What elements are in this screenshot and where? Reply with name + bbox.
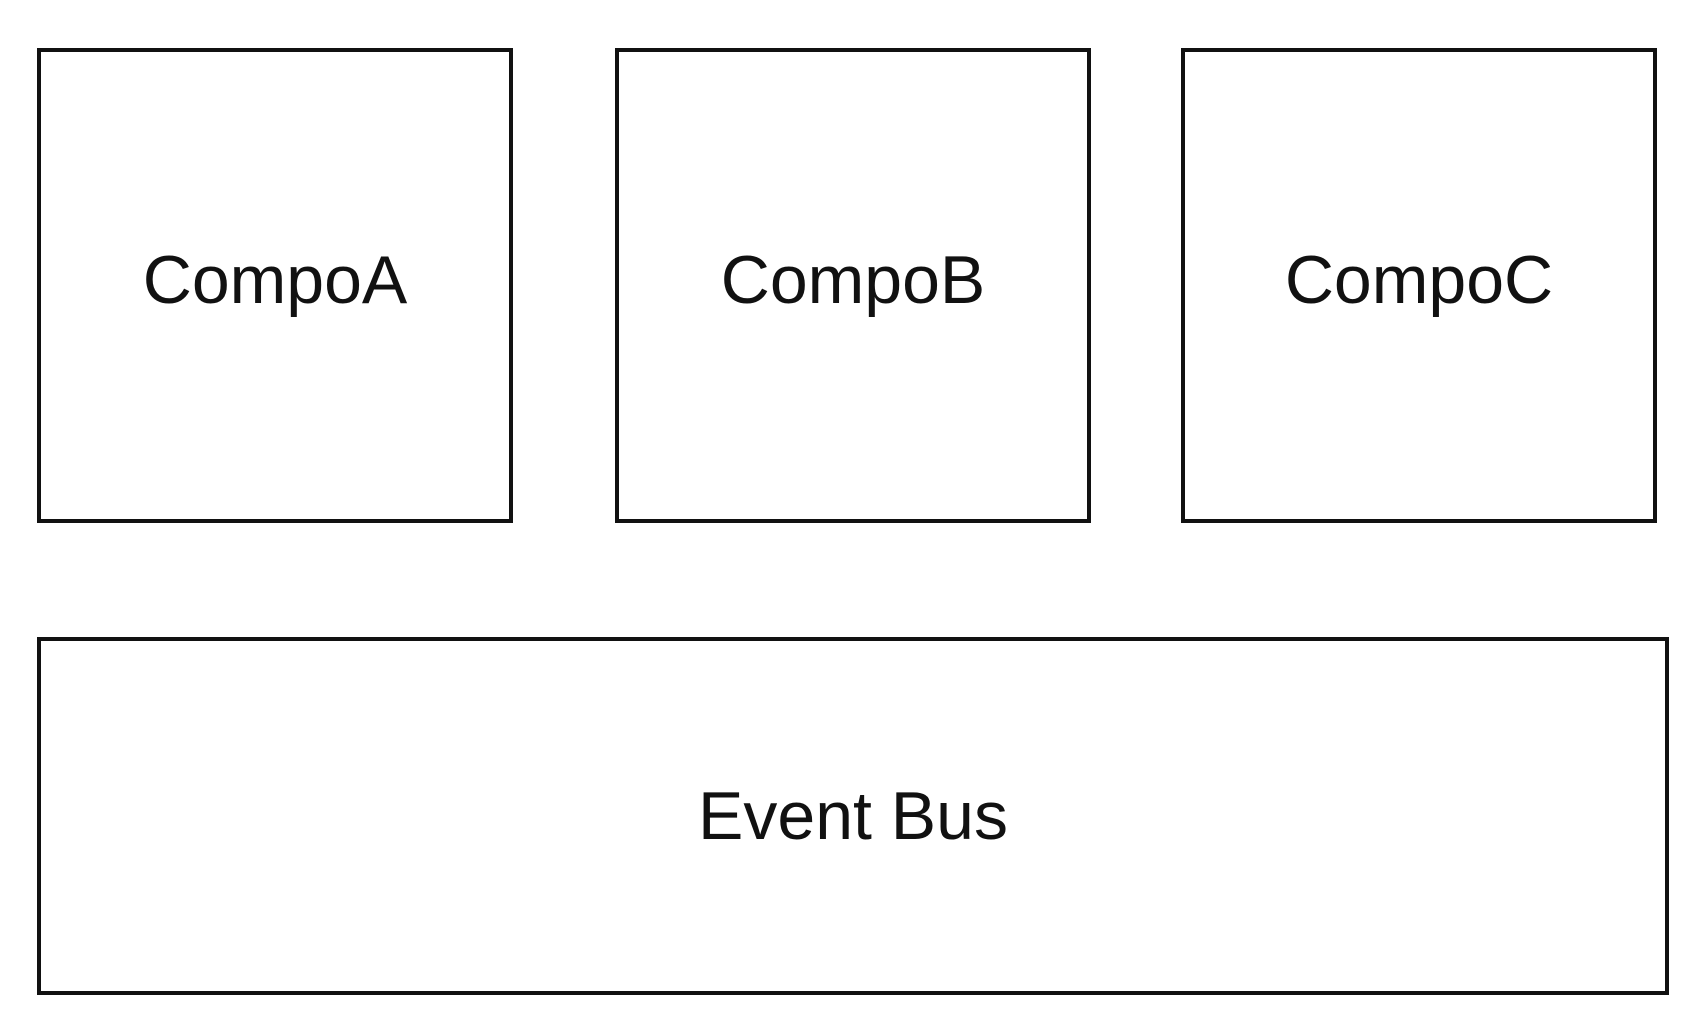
event-bus-label: Event Bus [698, 778, 1008, 854]
component-box-compo-b: CompoB [615, 48, 1091, 523]
component-label: CompoB [720, 241, 986, 318]
component-label: CompoC [1284, 241, 1554, 318]
component-label: CompoA [142, 241, 408, 318]
event-bus-box: Event Bus [37, 637, 1669, 995]
component-box-compo-a: CompoA [37, 48, 513, 523]
component-box-compo-c: CompoC [1181, 48, 1657, 523]
